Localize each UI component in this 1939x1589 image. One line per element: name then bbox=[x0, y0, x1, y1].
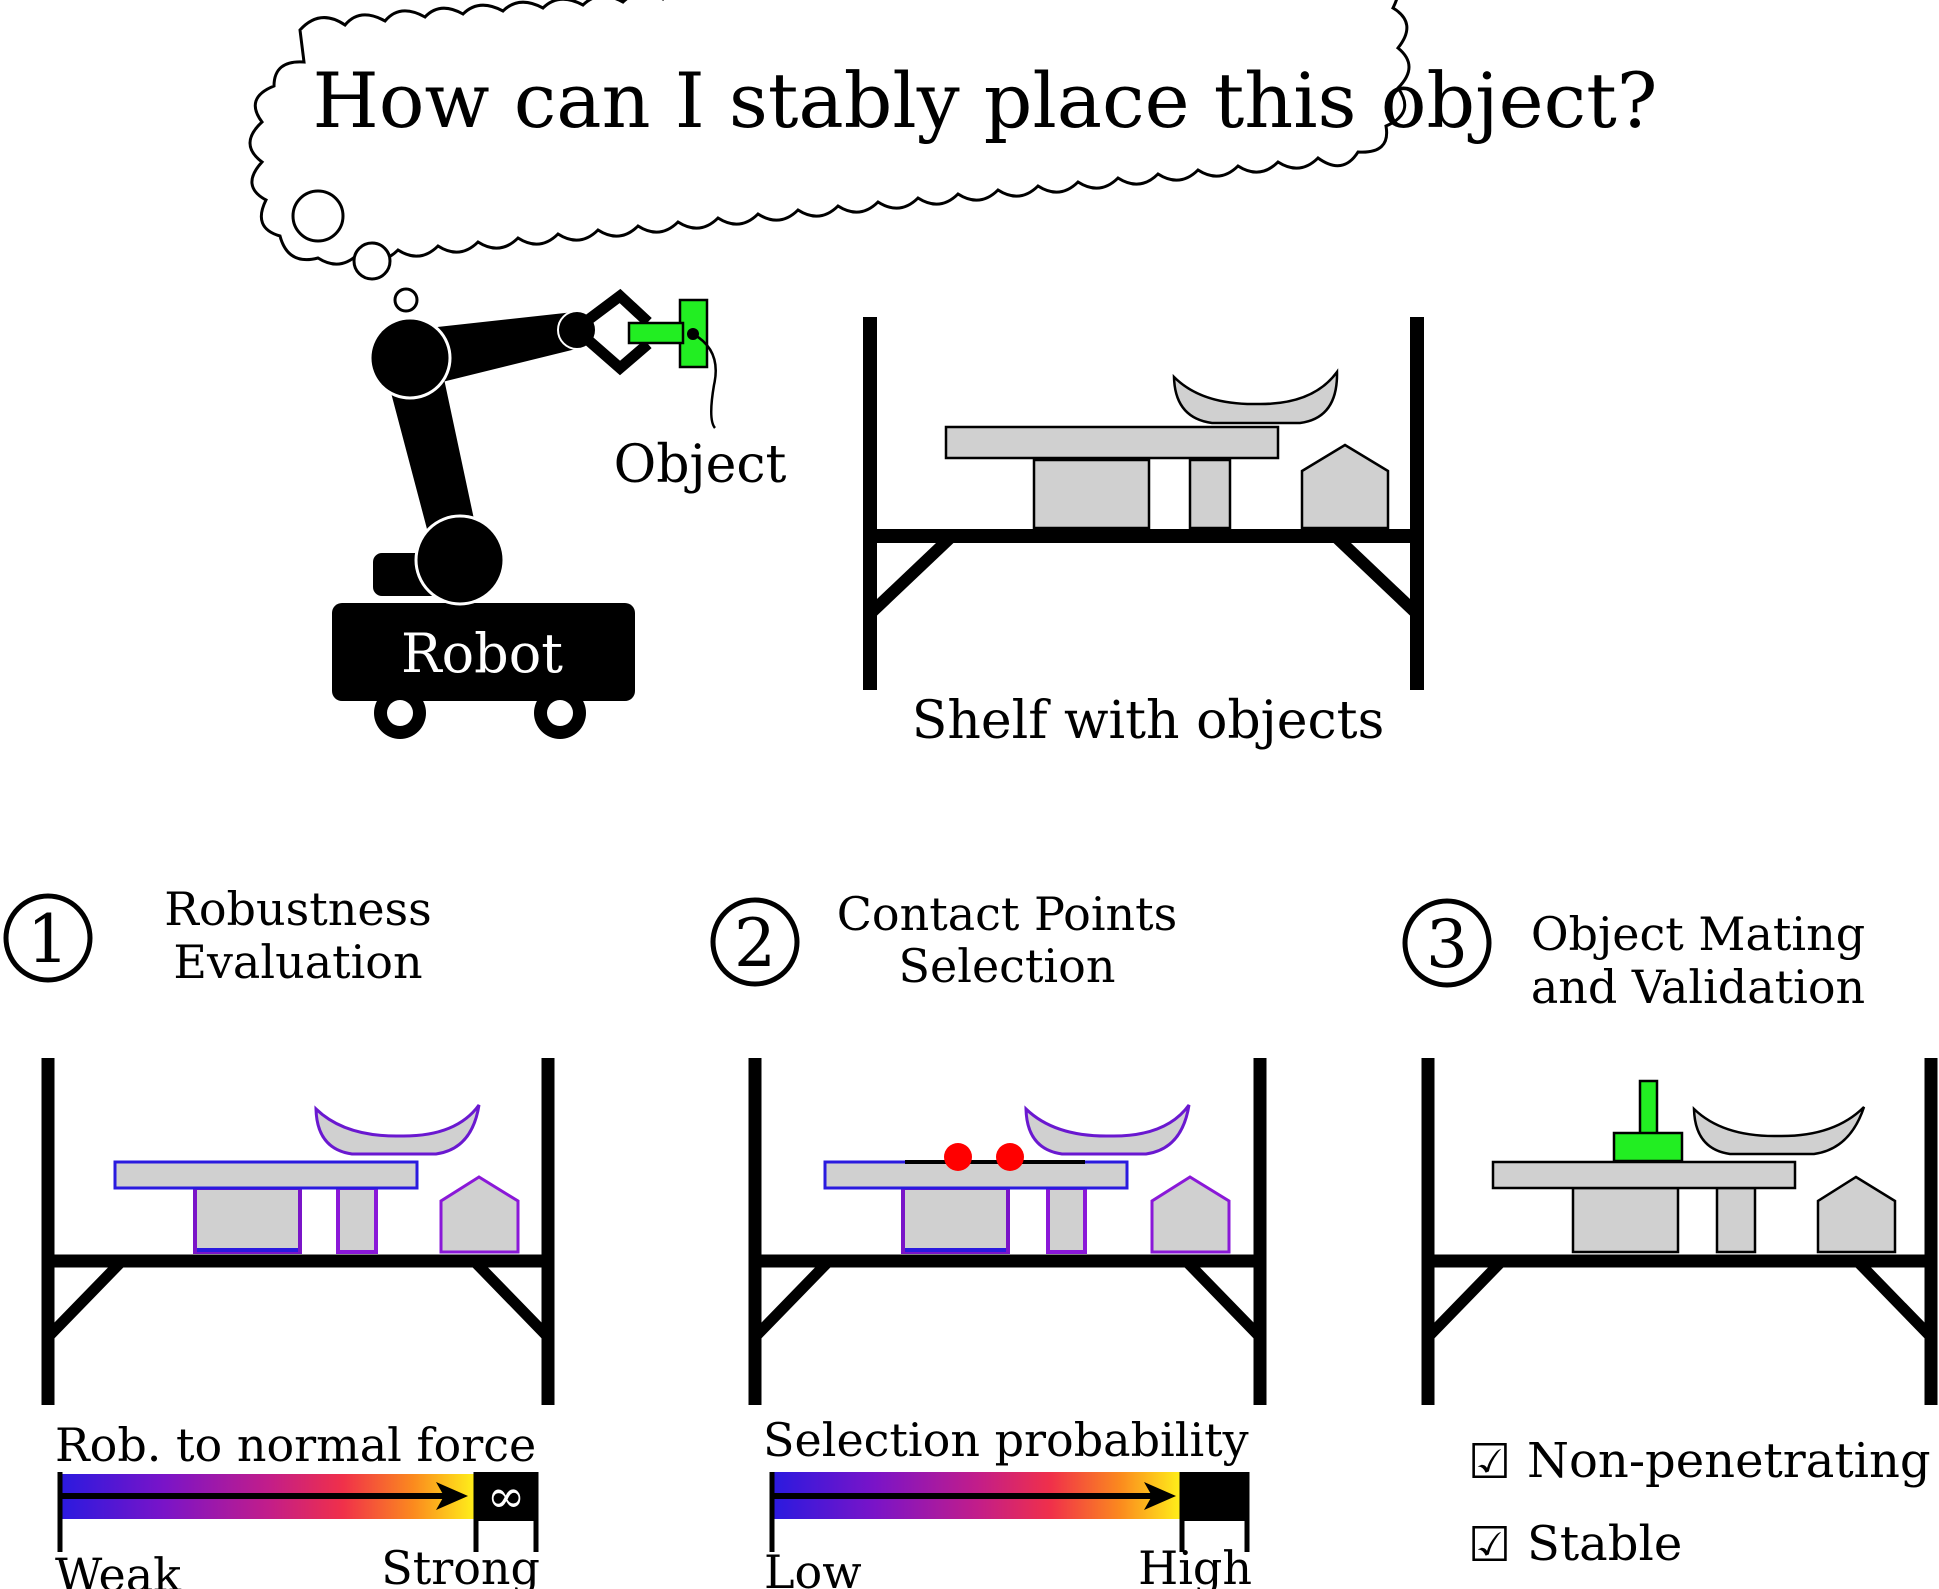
shelf-house-block bbox=[1300, 443, 1390, 530]
shelf-table-box bbox=[1032, 458, 1151, 530]
object-leader-line bbox=[692, 332, 717, 429]
thought-bubble: How can I stably place this object? bbox=[248, 0, 1658, 313]
robot: Robot bbox=[332, 288, 652, 739]
step-1-number: 1 bbox=[27, 901, 69, 978]
thought-dot-small bbox=[393, 287, 419, 313]
step-2-header: 2 Contact Points Selection bbox=[710, 887, 1178, 993]
legend-1-infinity-box bbox=[476, 1472, 536, 1521]
robot-base bbox=[332, 603, 635, 701]
shelf-bowl bbox=[1172, 368, 1339, 425]
legend-2-low: Low bbox=[764, 1545, 862, 1589]
legend-2-max-box bbox=[1182, 1472, 1247, 1521]
legend-selection: Selection probability Low High bbox=[763, 1413, 1252, 1589]
step-2-title-line1: Contact Points bbox=[837, 887, 1178, 941]
step-3-title-line1: Object Mating bbox=[1531, 907, 1865, 961]
placed-object bbox=[1612, 1079, 1684, 1163]
robot-upper-arm bbox=[410, 312, 580, 385]
step-1-header: 1 Robustness Evaluation bbox=[3, 882, 432, 989]
shelf-label: Shelf with objects bbox=[912, 691, 1385, 751]
object-label: Object bbox=[614, 435, 787, 495]
legend-2-high: High bbox=[1138, 1541, 1252, 1589]
validation-checklist: ☑ Non-penetrating ☑ Stable bbox=[1468, 1433, 1931, 1573]
legend-robustness: Rob. to normal force ∞ Weak Strong bbox=[55, 1418, 540, 1589]
robot-base-joint bbox=[414, 514, 506, 606]
thought-text: How can I stably place this object? bbox=[312, 56, 1657, 145]
contact-point-2 bbox=[996, 1143, 1024, 1171]
legend-1-infinity: ∞ bbox=[487, 1469, 525, 1523]
step-3-number: 3 bbox=[1426, 906, 1468, 983]
legend-1-high: Strong bbox=[381, 1541, 540, 1589]
top-shelf: Shelf with objects bbox=[863, 317, 1424, 751]
held-object: Object bbox=[614, 298, 787, 495]
checkbox-icon: ☑ bbox=[1468, 1434, 1511, 1490]
shelf-table-leg bbox=[1188, 458, 1232, 530]
step-2-title-line2: Selection bbox=[899, 939, 1116, 993]
check-label: Stable bbox=[1527, 1516, 1682, 1572]
step-2-number: 2 bbox=[734, 905, 776, 982]
step-1-shelf bbox=[41, 1058, 555, 1405]
checkbox-icon: ☑ bbox=[1468, 1517, 1511, 1573]
thought-cloud-shape bbox=[248, 0, 1411, 266]
legend-1-title: Rob. to normal force bbox=[55, 1418, 536, 1472]
step-1-title-line1: Robustness bbox=[164, 882, 432, 936]
step-2-shelf bbox=[748, 1058, 1267, 1405]
legend-2-title: Selection probability bbox=[763, 1413, 1249, 1467]
step-3-header: 3 Object Mating and Validation bbox=[1402, 898, 1865, 1014]
step-3-title-line2: and Validation bbox=[1531, 960, 1865, 1014]
check-non-penetrating: ☑ Non-penetrating bbox=[1468, 1433, 1931, 1490]
check-label: Non-penetrating bbox=[1527, 1433, 1931, 1489]
robot-wrist-joint bbox=[557, 310, 597, 350]
thought-dot-medium bbox=[352, 241, 392, 281]
step-3-shelf bbox=[1421, 1058, 1938, 1405]
step-1-title-line2: Evaluation bbox=[173, 935, 422, 989]
robot-lower-arm bbox=[385, 360, 478, 548]
thought-dot-large bbox=[291, 189, 345, 243]
robot-label: Robot bbox=[401, 622, 563, 685]
contact-point-1 bbox=[944, 1143, 972, 1171]
robot-gripper bbox=[584, 288, 652, 376]
robot-elbow-joint bbox=[368, 316, 452, 400]
shelf-table-top bbox=[944, 425, 1280, 460]
legend-1-low: Weak bbox=[55, 1548, 182, 1589]
check-stable: ☑ Stable bbox=[1468, 1516, 1682, 1573]
